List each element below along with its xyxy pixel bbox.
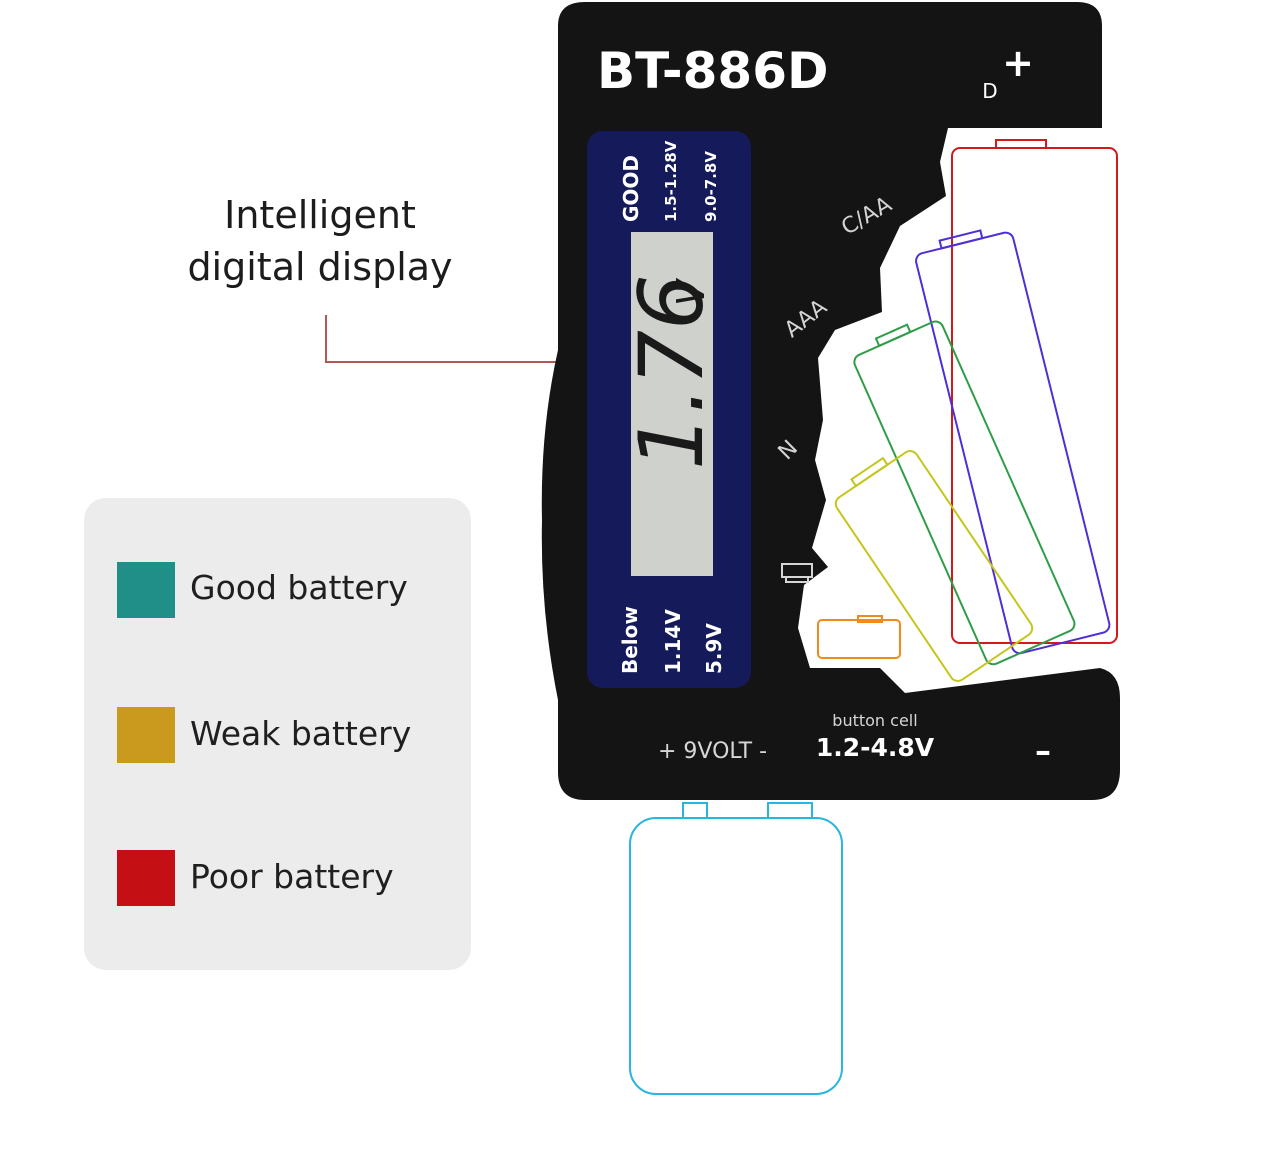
legend-swatch-weak (117, 707, 175, 763)
callout-line-1: Intelligent (224, 193, 416, 237)
legend-label-weak: Weak battery (190, 714, 411, 753)
display-below-label: Below (618, 606, 642, 674)
lcd-screen (631, 232, 713, 576)
slot-label-d: D (982, 79, 997, 103)
display-good-range-2: 9.0-7.8V (702, 151, 720, 222)
aaa-battery-outline (853, 320, 1076, 666)
button-cell-battery-outline (817, 615, 901, 659)
plus-sign: + (1002, 41, 1034, 85)
display-below-value-1: 1.14V (661, 609, 685, 674)
minus-sign: – (1035, 732, 1051, 770)
battery-outline-group (629, 139, 1118, 1095)
n-battery-outline (834, 450, 1034, 682)
legend-swatch-poor (117, 850, 175, 906)
callout-line (325, 315, 592, 363)
callout-line-2: digital display (187, 245, 452, 289)
legend-label-good: Good battery (190, 568, 408, 607)
display-good-label: GOOD (619, 155, 643, 222)
nine-volt-battery-outline (629, 802, 843, 1095)
nine-volt-label: + 9VOLT - (658, 739, 767, 764)
d-battery-outline (951, 139, 1118, 644)
display-callout: Intelligent digital display (187, 193, 592, 363)
button-cell-label: button cell (832, 711, 917, 730)
legend-swatch-good (117, 562, 175, 618)
button-cell-icon (781, 563, 813, 583)
button-range-label: 1.2-4.8V (816, 733, 935, 762)
battery-tester-device: BT-886D + D C/AA AAA N GOOD 1.5-1.28V 9.… (541, 2, 1120, 800)
voltage-reading: 1.76 (620, 274, 723, 470)
c-aa-battery-outline (915, 229, 1111, 655)
display-below-value-2: 5.9V (702, 623, 726, 674)
voltage-unit: V (669, 277, 713, 306)
lcd-display: GOOD 1.5-1.28V 9.0-7.8V 1.76 V Below 1.1… (587, 131, 751, 688)
legend-background (84, 498, 471, 970)
legend-panel: Good battery Weak battery Poor battery (84, 498, 471, 970)
legend-label-poor: Poor battery (190, 857, 394, 896)
model-label: BT-886D (597, 42, 829, 100)
display-good-range-1: 1.5-1.28V (662, 140, 680, 222)
